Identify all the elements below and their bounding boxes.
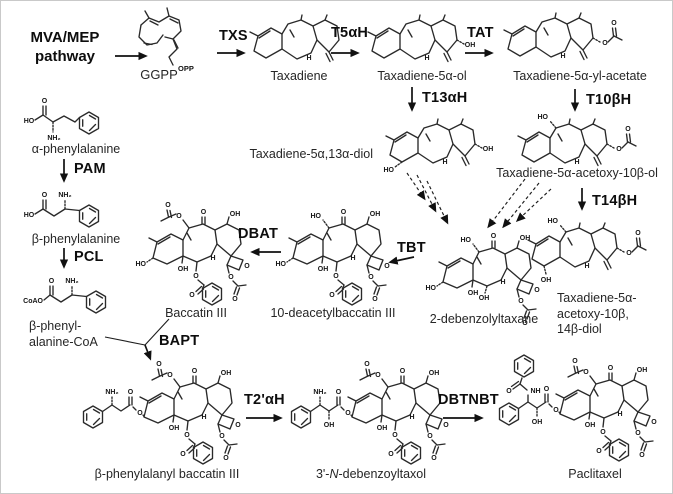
arrow-pam <box>59 159 69 183</box>
compound-label-debenzoyltaxol-n: N <box>329 467 339 481</box>
compound-label-debenzoyltaxane: 2-debenzolyltaxane <box>429 312 539 326</box>
compound-label-acetoxy-diol-line2: acetoxy-10β, <box>557 306 629 321</box>
compound-label-debenzoyltaxol: 3'-N-debenzoyltaxol <box>285 467 457 483</box>
dashed-arrows-from-acetoxy <box>487 178 552 229</box>
atom-label: NH₂ <box>65 278 78 285</box>
compound-label-taxadien-acetate: Taxadiene-5α-yl-acetate <box>513 69 647 83</box>
compound-label-debenzoyltaxol-post: -debenzoyltaxol <box>338 467 427 481</box>
compound-label-deacetylbaccatin: 10-deacetylbaccatin III <box>270 306 396 320</box>
compound-label-acetoxy-diol: Taxadiene-5α- acetoxy-10β, 14β-diol <box>557 291 672 338</box>
compound-label-acetoxy-diol-line3: 14β-diol <box>557 322 602 336</box>
arrow-t5ah <box>331 48 360 58</box>
enzyme-label-t13ah: T13αH <box>422 90 468 106</box>
compound-label-beta-phenylalanine: β-phenylalanine <box>31 232 121 246</box>
compound-label-phenylalanine-coa-line1: β-phenyl- <box>29 319 82 333</box>
arrow-dbat <box>250 247 281 257</box>
atom-label: HO <box>384 167 395 174</box>
structure-alpha-phenylalanine: HO O NH₂ <box>24 98 100 142</box>
arrow-t10bh <box>570 89 580 112</box>
atom-label: O <box>49 278 55 285</box>
pathway-source-line1: MVA/MEP <box>30 29 100 46</box>
structure-paclitaxel <box>495 351 658 466</box>
structure-ggpp: OPP <box>138 7 194 73</box>
structure-debenzoyltaxane: OH <box>424 232 541 328</box>
structure-taxadiene-diol: HO <box>384 118 494 174</box>
arrow-t14bh <box>577 188 587 211</box>
structure-acetoxy-ol <box>517 113 637 167</box>
atom-label: O <box>42 192 48 199</box>
structure-acetoxy-diol: OH <box>527 217 647 284</box>
atom-label: HO <box>24 212 35 219</box>
atom-label: CoAO <box>23 298 43 305</box>
arrow-t2ah <box>246 413 283 423</box>
compound-label-phenylalanine-coa-line2: alanine-CoA <box>29 334 98 349</box>
arrow-t13ah <box>407 87 417 112</box>
compound-label-debenzoyltaxol-pre: 3'- <box>315 467 330 481</box>
enzyme-label-pam: PAM <box>74 161 106 177</box>
compound-label-ggpp: GGPP <box>140 67 178 82</box>
compound-label-taxadien-5a-ol: Taxadiene-5α-ol <box>377 69 467 83</box>
arrow-tbt <box>388 256 415 265</box>
dashed-arrows-from-diol <box>406 172 449 225</box>
structure-beta-phenylalanine: HO O NH₂ <box>24 192 100 228</box>
compound-label-taxadiene: Taxadiene <box>270 69 328 83</box>
structure-beta-phenylalanine-coa: CoAO O NH₂ <box>23 278 107 314</box>
pathway-source-line2: pathway <box>34 48 95 65</box>
enzyme-label-bapt: BAPT <box>159 333 200 349</box>
enzyme-label-dbat: DBAT <box>238 226 278 242</box>
atom-label: NH₂ <box>58 192 71 199</box>
atom-label: O <box>42 98 48 105</box>
enzyme-label-t10bh: T10βH <box>586 92 632 108</box>
compound-label-phe-baccatin: β-phenylalanyl baccatin III <box>94 467 240 481</box>
enzyme-label-dbtnbt: DBTNBT <box>438 392 499 408</box>
compound-label-taxadiene-diol: Taxadiene-5α,13α-diol <box>249 147 373 161</box>
structure-debenzoyltaxol <box>287 360 450 469</box>
arrow-tat <box>465 48 494 58</box>
compound-label-acetoxy-ol: Taxadiene-5α-acetoxy-10β-ol <box>496 166 658 180</box>
compound-label-paclitaxel: Paclitaxel <box>568 467 622 481</box>
compound-label-acetoxy-diol-line1: Taxadiene-5α- <box>557 291 637 305</box>
enzyme-label-txs: TXS <box>219 28 248 44</box>
arrow-mva-to-ggpp <box>115 51 148 61</box>
arrow-pcl <box>59 248 69 269</box>
atom-label: NH₂ <box>47 135 60 142</box>
atom-label: OH <box>479 295 490 302</box>
atom-label: HO <box>24 118 35 125</box>
compound-label-phenylalanine-coa: β-phenyl- alanine-CoA <box>29 319 139 350</box>
structure-taxadien-acetate <box>503 12 623 61</box>
structure-phe-baccatin <box>79 360 242 469</box>
atom-label: OH <box>541 277 552 284</box>
enzyme-label-tat: TAT <box>467 25 494 41</box>
compound-label-alpha-phenylalanine: α-phenylalanine <box>31 142 121 156</box>
enzyme-label-t5ah: T5αH <box>331 25 369 41</box>
atom-label-opp: OPP <box>178 64 194 73</box>
arrow-dbtnbt <box>443 413 484 423</box>
merge-lines-bapt <box>104 318 170 361</box>
enzyme-label-t14bh: T14βH <box>592 193 638 209</box>
pathway-source-label: MVA/MEP pathway <box>13 28 117 66</box>
enzyme-label-tbt: TBT <box>397 240 426 256</box>
enzyme-label-pcl: PCL <box>74 249 104 265</box>
enzyme-label-t2ah: T2'αH <box>244 392 285 408</box>
arrow-txs <box>217 48 246 58</box>
compound-label-baccatin-iii: Baccatin III <box>165 306 227 320</box>
